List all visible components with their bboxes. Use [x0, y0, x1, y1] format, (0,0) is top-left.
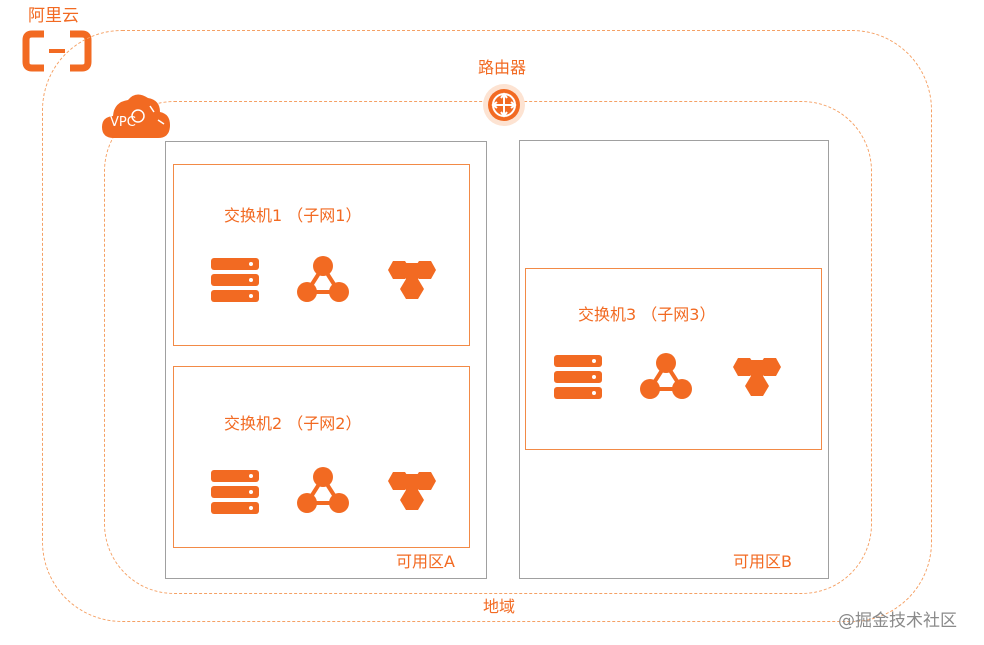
- network-triangle-icon: [296, 466, 350, 514]
- router-label: 路由器: [478, 58, 527, 77]
- hexagon-cluster-icon: [388, 470, 436, 514]
- server-stack-icon: [211, 470, 259, 514]
- watermark: @掘金技术社区: [838, 611, 957, 631]
- server-stack-icon: [554, 355, 602, 399]
- switch-2-label: 交换机2 （子网2）: [224, 414, 362, 433]
- switch-2-box: 交换机2 （子网2）: [173, 366, 470, 548]
- brand-name: 阿里云: [28, 6, 79, 26]
- cloud-icon: [100, 92, 172, 142]
- hexagon-cluster-icon: [388, 259, 436, 303]
- vpc-label: VPC: [110, 115, 136, 130]
- network-triangle-icon: [639, 352, 693, 400]
- hexagon-cluster-icon: [733, 356, 781, 400]
- switch-1-box: 交换机1 （子网1）: [173, 164, 470, 346]
- switch-3-box: 交换机3 （子网3）: [525, 268, 822, 450]
- switch-1-label: 交换机1 （子网1）: [224, 206, 362, 225]
- switch-3-label: 交换机3 （子网3）: [578, 305, 716, 324]
- network-triangle-icon: [296, 255, 350, 303]
- region-label: 地域: [483, 597, 516, 616]
- router-icon: [481, 82, 527, 128]
- zone-a-label: 可用区A: [396, 552, 455, 571]
- zone-b-label: 可用区B: [733, 552, 792, 571]
- server-stack-icon: [211, 258, 259, 302]
- region-boundary: [42, 30, 932, 622]
